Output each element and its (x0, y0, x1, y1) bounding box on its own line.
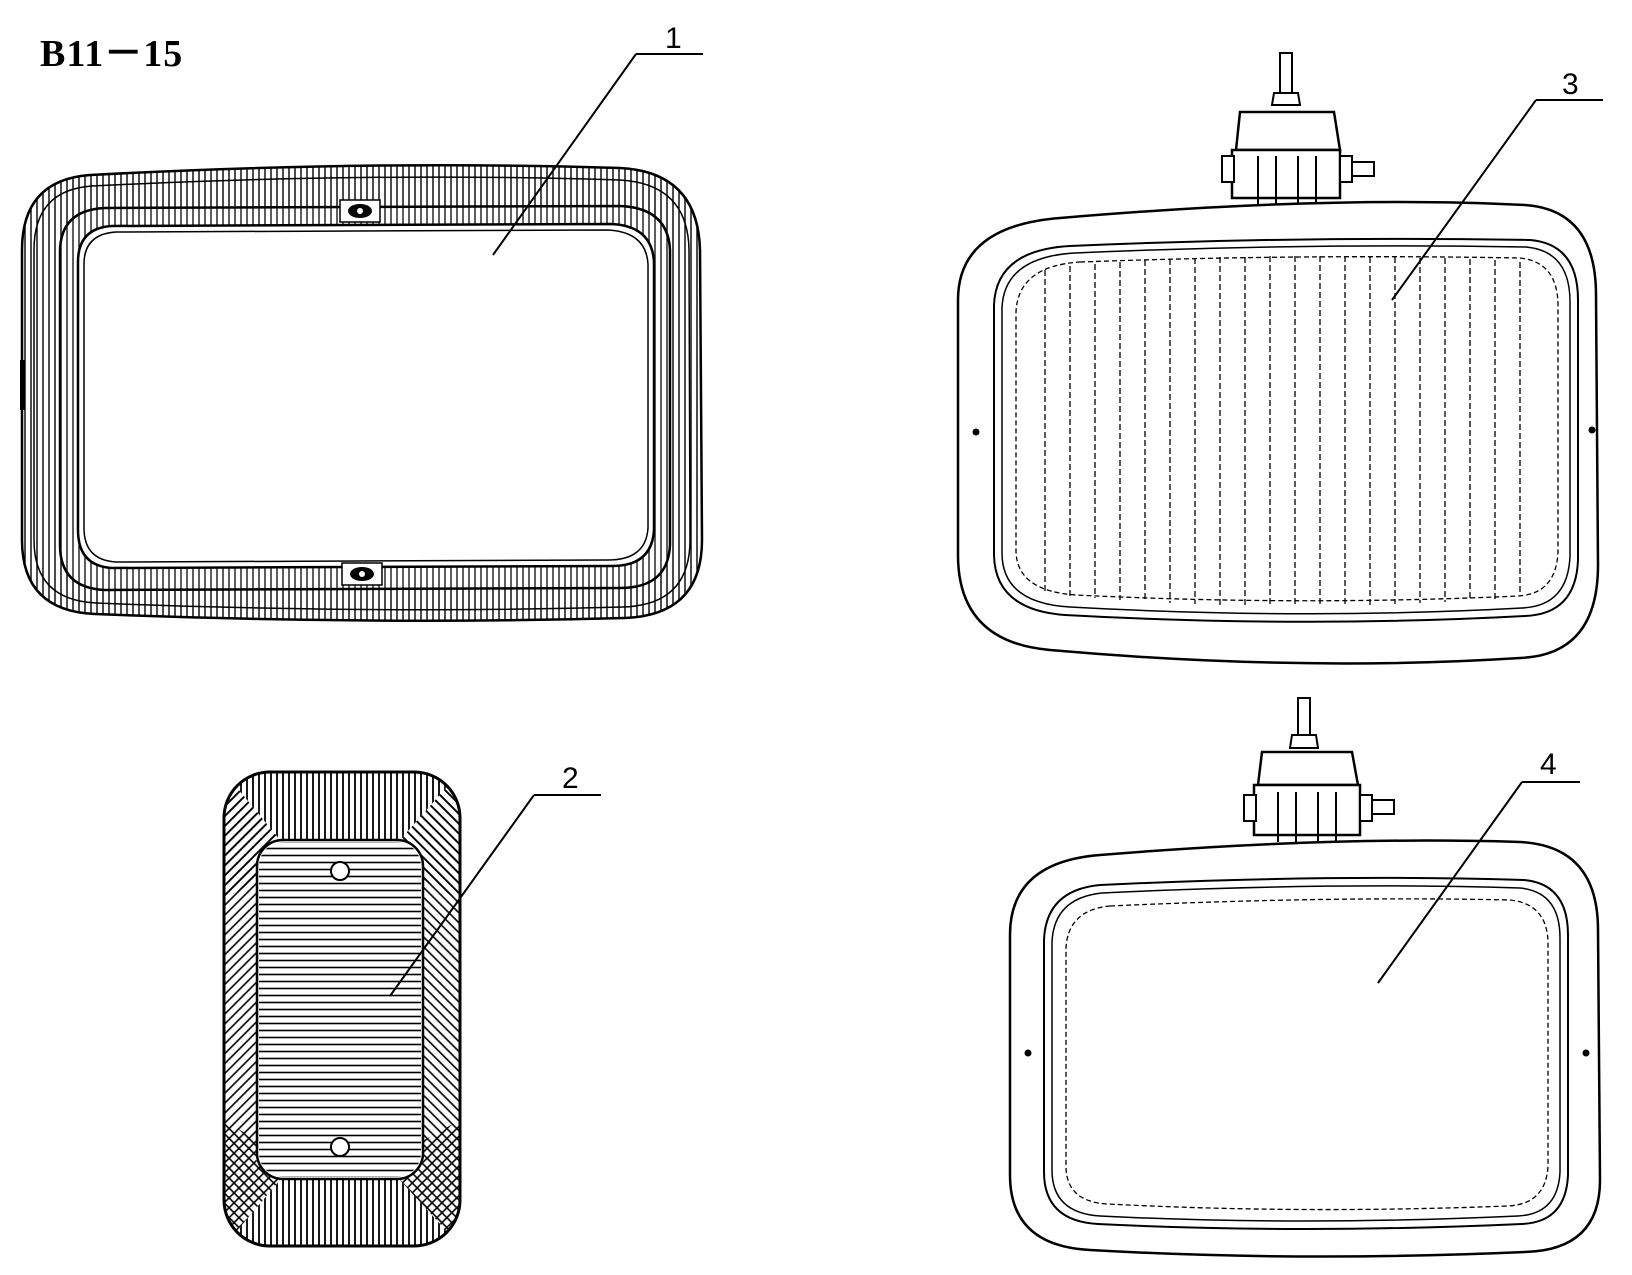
callout-4: 4 (1377, 748, 1580, 984)
part-3-grille-lamp (956, 52, 1600, 665)
callout-4-label: 4 (1540, 748, 1557, 781)
callout-1: 1 (492, 22, 703, 256)
part-3-bracket (1221, 52, 1375, 206)
part-2-small-lamp (222, 770, 462, 1248)
callout-2: 2 (389, 762, 601, 997)
callout-1-label: 1 (665, 22, 682, 55)
part-1-bezel-frame (20, 163, 704, 622)
part-4-plain-lamp (1008, 697, 1602, 1258)
part-3-grille-bars (1044, 256, 1521, 606)
sheet-title: B11－15 (40, 33, 184, 75)
callout-3-label: 3 (1562, 68, 1579, 101)
callout-2-label: 2 (562, 762, 579, 795)
part-1-clip-bottom (341, 562, 383, 586)
part-1-clip-top (339, 199, 381, 223)
callout-3: 3 (1391, 68, 1603, 301)
part-4-bracket (1243, 697, 1395, 842)
